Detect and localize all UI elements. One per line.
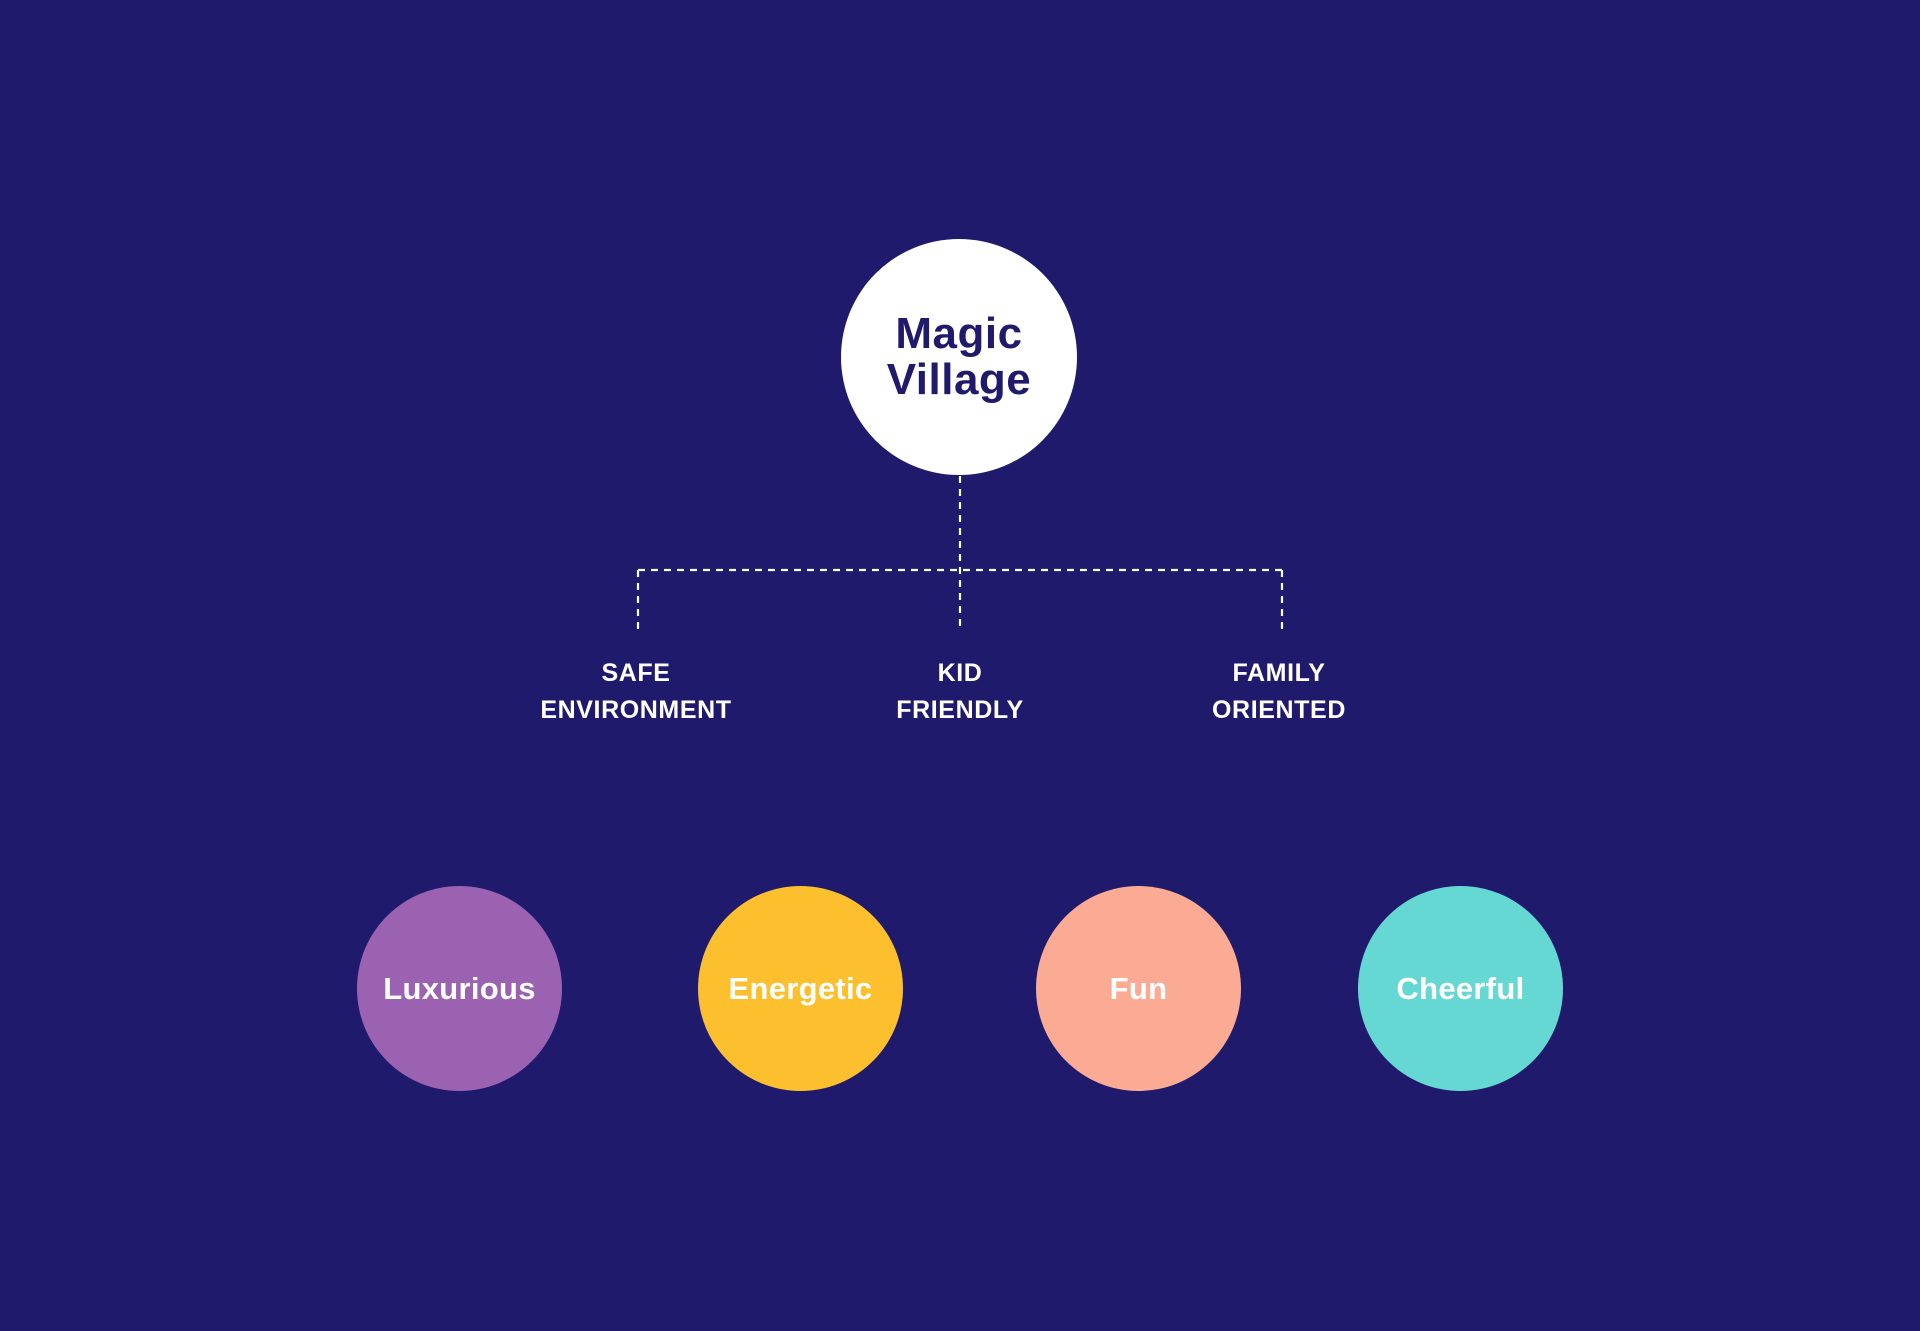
- trait-circle-energetic: Energetic: [698, 886, 903, 1091]
- trait-label-fun: Fun: [1109, 970, 1168, 1006]
- attribute-line-1: FAMILY: [1232, 659, 1326, 687]
- attribute-line-2: FRIENDLY: [896, 696, 1024, 724]
- root-node-magic-village: Magic Village: [841, 239, 1077, 475]
- root-title-line-2: Village: [886, 355, 1032, 404]
- attribute-safe-environment: SAFE ENVIRONMENT: [506, 655, 766, 729]
- attribute-kid-friendly: KID FRIENDLY: [830, 655, 1090, 729]
- root-title-line-1: Magic: [895, 309, 1023, 358]
- trait-circle-luxurious: Luxurious: [357, 886, 562, 1091]
- attribute-line-1: KID: [937, 659, 983, 687]
- trait-circle-fun: Fun: [1036, 886, 1241, 1091]
- attribute-line-2: ORIENTED: [1212, 696, 1346, 724]
- attribute-line-2: ENVIRONMENT: [540, 696, 732, 724]
- trait-label-luxurious: Luxurious: [383, 970, 536, 1006]
- trait-label-cheerful: Cheerful: [1396, 970, 1525, 1006]
- attribute-family-oriented: FAMILY ORIENTED: [1149, 655, 1409, 729]
- trait-label-energetic: Energetic: [728, 970, 873, 1006]
- trait-circle-cheerful: Cheerful: [1358, 886, 1563, 1091]
- attribute-line-1: SAFE: [601, 659, 671, 687]
